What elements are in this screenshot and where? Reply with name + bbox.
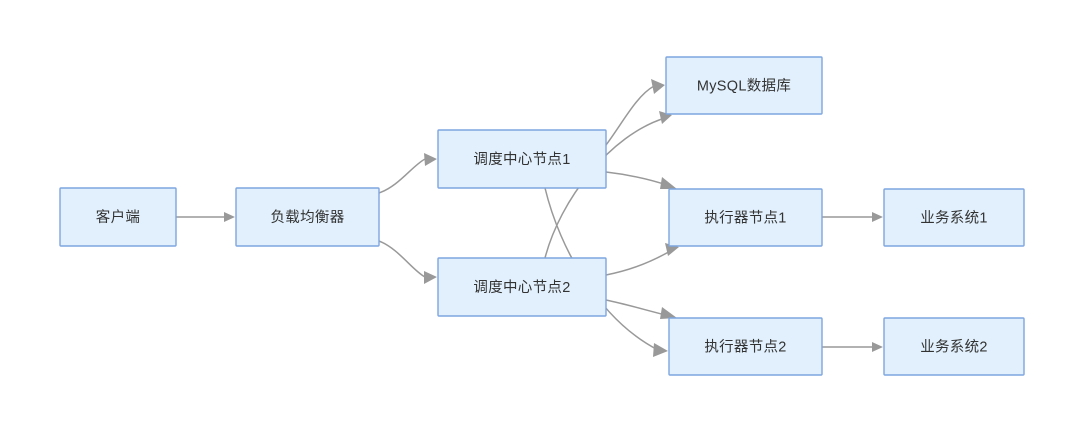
edge-exec1-to-biz1 <box>821 212 883 222</box>
node-executor-2-label: 执行器节点2 <box>704 338 786 355</box>
edge-client-to-lb <box>175 212 235 222</box>
node-executor-1[interactable]: 执行器节点1 <box>668 188 823 247</box>
node-mysql-database[interactable]: MySQL数据库 <box>665 56 823 115</box>
node-business-system-2-rect[interactable] <box>883 317 1025 376</box>
node-scheduler-2-label: 调度中心节点2 <box>473 279 570 296</box>
node-executor-1-rect[interactable] <box>668 188 823 247</box>
node-mysql-database-rect[interactable] <box>665 56 823 115</box>
node-business-system-1-label: 业务系统1 <box>920 209 988 226</box>
edge-lb-to-sched1 <box>378 153 437 194</box>
edge-sched1-to-exec1 <box>605 171 677 189</box>
edge-sched2-to-exec1 <box>605 243 679 276</box>
node-business-system-1-rect[interactable] <box>883 188 1025 247</box>
node-business-system-2[interactable]: 业务系统2 <box>883 317 1025 376</box>
edge-sched2-to-exec2 <box>605 299 677 319</box>
node-load-balancer-rect[interactable] <box>235 187 380 247</box>
node-client-rect[interactable] <box>59 187 177 247</box>
edge-lb-to-sched2 <box>378 240 437 284</box>
node-business-system-2-label: 业务系统2 <box>920 338 988 355</box>
node-executor-2-rect[interactable] <box>668 317 823 376</box>
node-client[interactable]: 客户端 <box>59 187 177 247</box>
node-executor-2[interactable]: 执行器节点2 <box>668 317 823 376</box>
node-layer: 客户端 负载均衡器 调度中心节点1 调度中心节点2 MySQL数据库 执行器节点 <box>59 56 1025 376</box>
node-business-system-1[interactable]: 业务系统1 <box>883 188 1025 247</box>
node-load-balancer-label: 负载均衡器 <box>271 209 345 226</box>
node-scheduler-1-label: 调度中心节点1 <box>473 151 570 168</box>
node-client-label: 客户端 <box>96 209 140 226</box>
node-scheduler-2[interactable]: 调度中心节点2 <box>437 257 607 317</box>
node-scheduler-1-rect[interactable] <box>437 129 607 189</box>
node-executor-1-label: 执行器节点1 <box>704 209 786 226</box>
node-scheduler-1[interactable]: 调度中心节点1 <box>437 129 607 189</box>
edge-exec2-to-biz2 <box>821 342 883 352</box>
edge-sched1-to-mysql <box>605 79 665 146</box>
node-mysql-database-label: MySQL数据库 <box>697 77 791 94</box>
node-load-balancer[interactable]: 负载均衡器 <box>235 187 380 247</box>
node-scheduler-2-rect[interactable] <box>437 257 607 317</box>
